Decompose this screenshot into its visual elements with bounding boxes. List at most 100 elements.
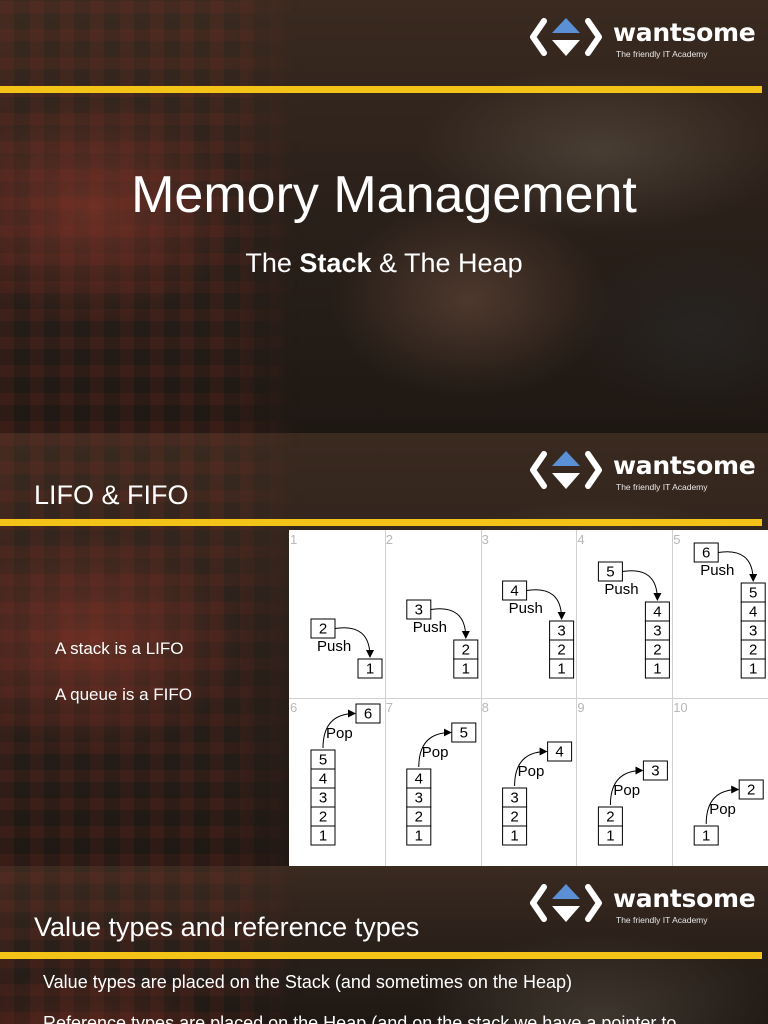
stack-item-5-label: 5: [319, 752, 327, 769]
accent-bar: [0, 952, 762, 959]
logo-brand-text: wantsome: [613, 18, 756, 47]
pushed-item-4-label: 4: [510, 583, 518, 600]
popped-item-3-label: 3: [651, 763, 659, 780]
logo-brand-text: wantsome: [613, 451, 756, 480]
stack-item-3-box: [549, 620, 575, 641]
logo-tagline: The friendly IT Academy: [616, 915, 708, 925]
panel-number: 4: [577, 532, 584, 547]
slide-title: Value types and reference types: [34, 912, 420, 942]
body-line-reference-types: Reference types are placed on the Heap (…: [43, 1013, 677, 1024]
pushed-item-5-label: 5: [606, 564, 614, 581]
wantsome-logo: wantsome The friendly IT Academy: [530, 12, 760, 68]
stack-item-2-label: 2: [462, 642, 470, 659]
panel-number: 7: [386, 700, 393, 715]
pop-arrow: [322, 709, 356, 749]
stack-item-3-label: 3: [749, 623, 757, 640]
logo-brand-text: wantsome: [613, 884, 756, 913]
push-arrow: [430, 608, 470, 639]
stack-item-1-label: 1: [653, 661, 661, 678]
pushed-item-2-label: 2: [319, 621, 327, 638]
pop-arrow: [609, 766, 644, 806]
stack-item-1-label: 1: [510, 828, 518, 845]
popped-item-2-label: 2: [747, 782, 755, 799]
popped-item-6-box: [355, 703, 381, 724]
panel-number: 9: [577, 700, 584, 715]
popped-item-6-label: 6: [364, 706, 372, 723]
wantsome-logo-icon: [530, 18, 602, 56]
pushed-item-4-box: [502, 580, 528, 601]
popped-item-5-label: 5: [460, 725, 468, 742]
push-label: Push: [604, 581, 638, 598]
panel-number: 6: [290, 700, 297, 715]
popped-item-2-box: [738, 779, 764, 800]
pop-arrow: [705, 785, 740, 825]
push-arrow: [718, 551, 758, 582]
stack-item-2-label: 2: [557, 642, 565, 659]
popped-item-4-label: 4: [555, 744, 563, 761]
slide-subtitle: The Stack & The Heap: [0, 248, 768, 279]
push-arrow: [334, 627, 374, 658]
stack-item-2-label: 2: [606, 809, 614, 826]
stack-item-2-box: [453, 639, 479, 660]
bullet-stack-lifo: A stack is a LIFO: [55, 639, 184, 658]
stack-item-2-label: 2: [510, 809, 518, 826]
accent-bar: [0, 86, 762, 93]
stack-item-1-label: 1: [702, 828, 710, 845]
stack-item-2-box: [597, 806, 623, 827]
body-line-value-types: Value types are placed on the Stack (and…: [43, 972, 572, 992]
logo-tagline: The friendly IT Academy: [616, 49, 708, 59]
stack-item-3-label: 3: [510, 790, 518, 807]
title-slide: wantsome The friendly IT Academy Memory …: [0, 0, 768, 433]
bullet-queue-fifo: A queue is a FIFO: [55, 685, 193, 704]
push-label: Push: [317, 638, 351, 655]
slide-title: LIFO & FIFO: [34, 480, 189, 510]
stack-item-1-label: 1: [462, 661, 470, 678]
stack-item-1-label: 1: [415, 828, 423, 845]
subtitle-text-pre: The: [245, 248, 300, 278]
wantsome-logo-icon: [530, 884, 602, 922]
stack-item-1-label: 1: [557, 661, 565, 678]
panel-number: 2: [386, 532, 393, 547]
pop-arrow: [418, 728, 452, 768]
stack-item-4-label: 4: [653, 604, 661, 621]
stack-item-1-label: 1: [366, 661, 374, 678]
slide-title: Memory Management: [131, 166, 637, 224]
subtitle-text-post: & The Heap: [371, 248, 523, 278]
stack-item-1-label: 1: [749, 661, 757, 678]
stack-item-1-box: [357, 658, 383, 679]
stack-diagram-svg: 112Push2123Push31234Push412345Push512345…: [289, 530, 768, 866]
stack-item-2-label: 2: [415, 809, 423, 826]
stack-item-5-label: 5: [749, 585, 757, 602]
stack-item-1-label: 1: [319, 828, 327, 845]
stack-item-4-label: 4: [319, 771, 327, 788]
push-arrow: [526, 589, 566, 620]
stack-item-2-label: 2: [319, 809, 327, 826]
panel-number: 10: [673, 700, 687, 715]
stack-item-3-box: [502, 787, 528, 808]
slide-background-photo: [0, 0, 768, 433]
pop-label: Pop: [709, 801, 736, 818]
wantsome-logo: wantsome The friendly IT Academy: [530, 445, 760, 501]
stack-item-4-box: [406, 768, 432, 789]
push-arrow: [622, 570, 662, 601]
push-label: Push: [509, 600, 543, 617]
stack-item-4-box: [644, 601, 670, 622]
stack-item-5-box: [310, 749, 336, 770]
pop-label: Pop: [326, 725, 353, 742]
panel-number: 1: [290, 532, 297, 547]
popped-item-4-box: [547, 741, 573, 762]
stack-item-2-label: 2: [749, 642, 757, 659]
pop-label: Pop: [518, 763, 545, 780]
pop-arrow: [514, 747, 548, 787]
subtitle-text-bold: Stack: [299, 248, 372, 278]
push-label: Push: [700, 562, 734, 579]
pushed-item-3-box: [406, 599, 432, 620]
